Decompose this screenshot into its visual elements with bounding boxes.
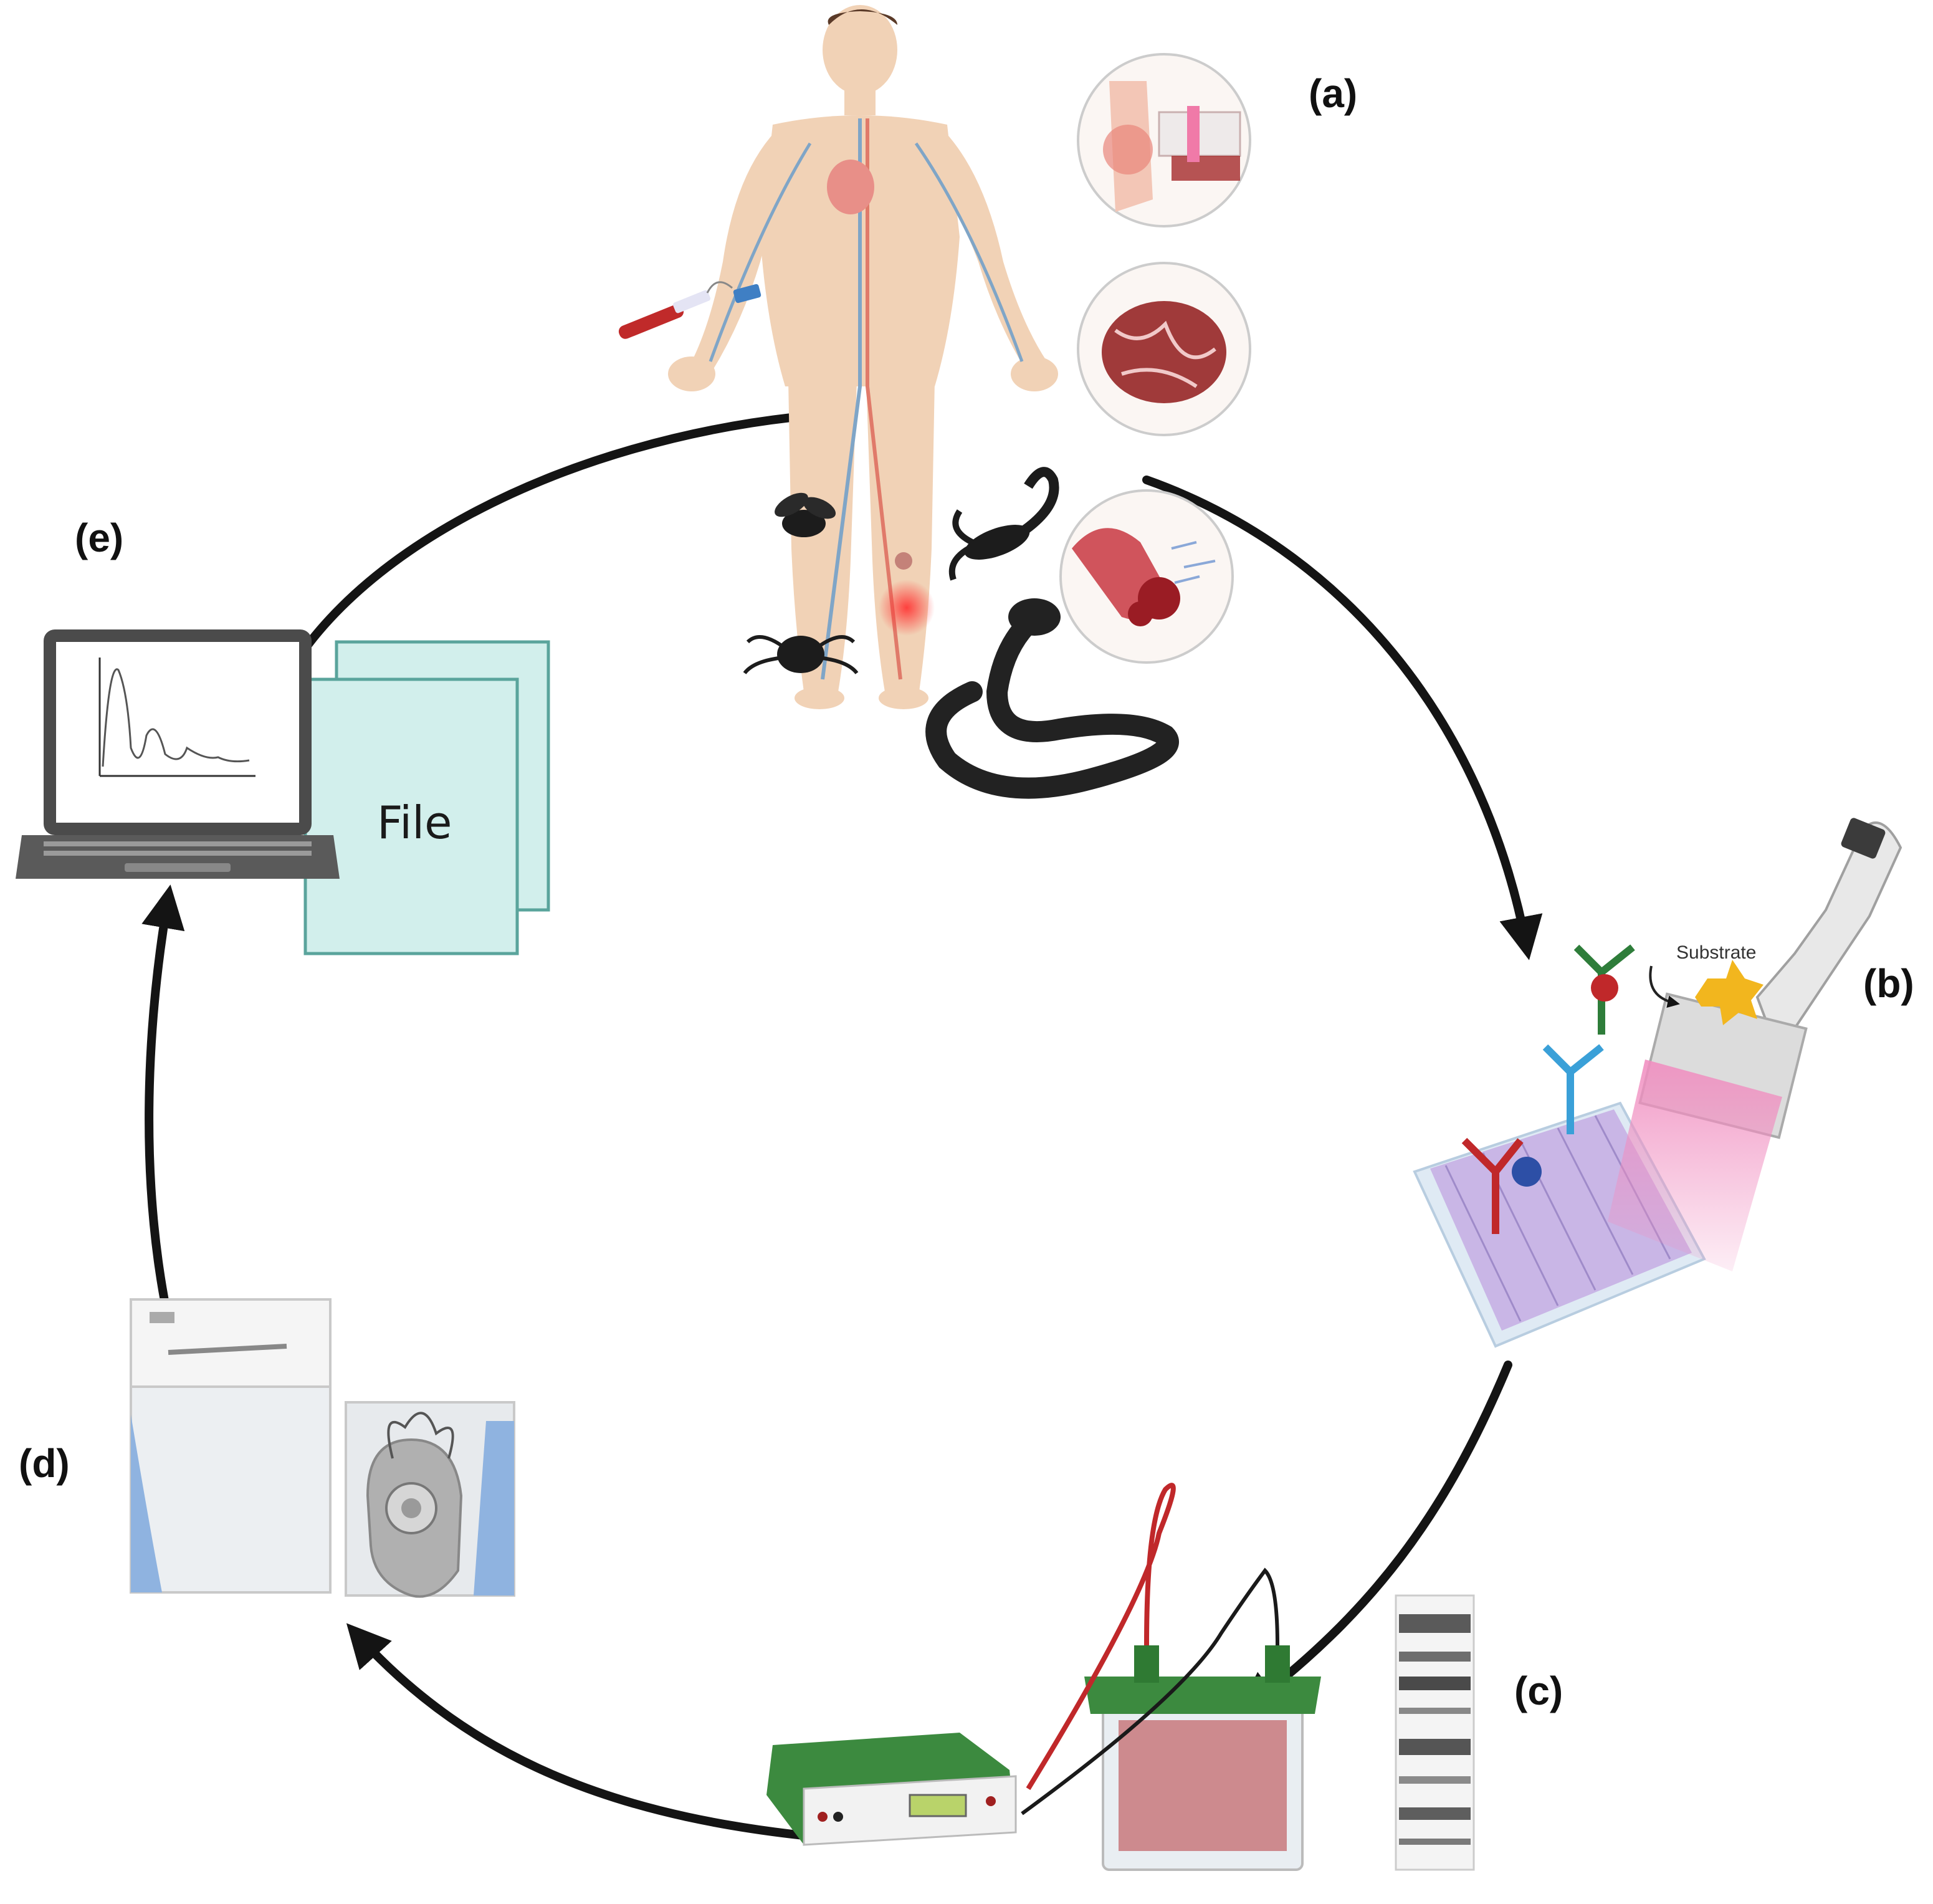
power-supply-icon: [766, 1733, 1017, 1846]
arrow-c-to-d: [346, 1623, 839, 1843]
blood-vessel-inset-icon: [1059, 489, 1234, 664]
label-c: (c): [1514, 1668, 1563, 1713]
file-icon: [303, 640, 550, 955]
mass-spectrometer-icon: [130, 1298, 515, 1598]
snake-icon: [925, 598, 1179, 799]
tissue-inset-icon: [1077, 262, 1251, 436]
stage-e-analysis: File: [16, 629, 550, 955]
stage-c-electrophoresis: [766, 1483, 1475, 1871]
substrate-label: Substrate: [1676, 942, 1756, 963]
gel-band-icon: [1395, 1594, 1475, 1871]
stage-a-patient: [618, 5, 1251, 799]
laptop-icon: [16, 629, 340, 879]
label-b: (b): [1863, 961, 1914, 1006]
stage-b-elisa: Substrate: [1413, 818, 1902, 1348]
label-d: (d): [19, 1441, 70, 1486]
scorpion-icon: [948, 467, 1059, 581]
human-body-icon: [668, 5, 1058, 709]
fly-icon: [775, 492, 836, 537]
pipette-icon: [1608, 818, 1902, 1271]
electrophoresis-tank-icon: [1021, 1483, 1321, 1871]
label-e: (e): [75, 515, 123, 560]
file-label: File: [377, 797, 452, 849]
spider-icon: [743, 635, 859, 674]
wound-inset-icon: [1077, 53, 1251, 227]
arrow-a-to-b: [1142, 476, 1543, 960]
antibody-icon: [1461, 944, 1764, 1234]
label-a: (a): [1309, 71, 1357, 116]
blood-tube-icon: [618, 281, 761, 339]
chromatogram-plot: [98, 658, 255, 777]
arrow-b-to-c: [1236, 1361, 1512, 1716]
stage-d-mass-spec: [130, 1298, 515, 1598]
